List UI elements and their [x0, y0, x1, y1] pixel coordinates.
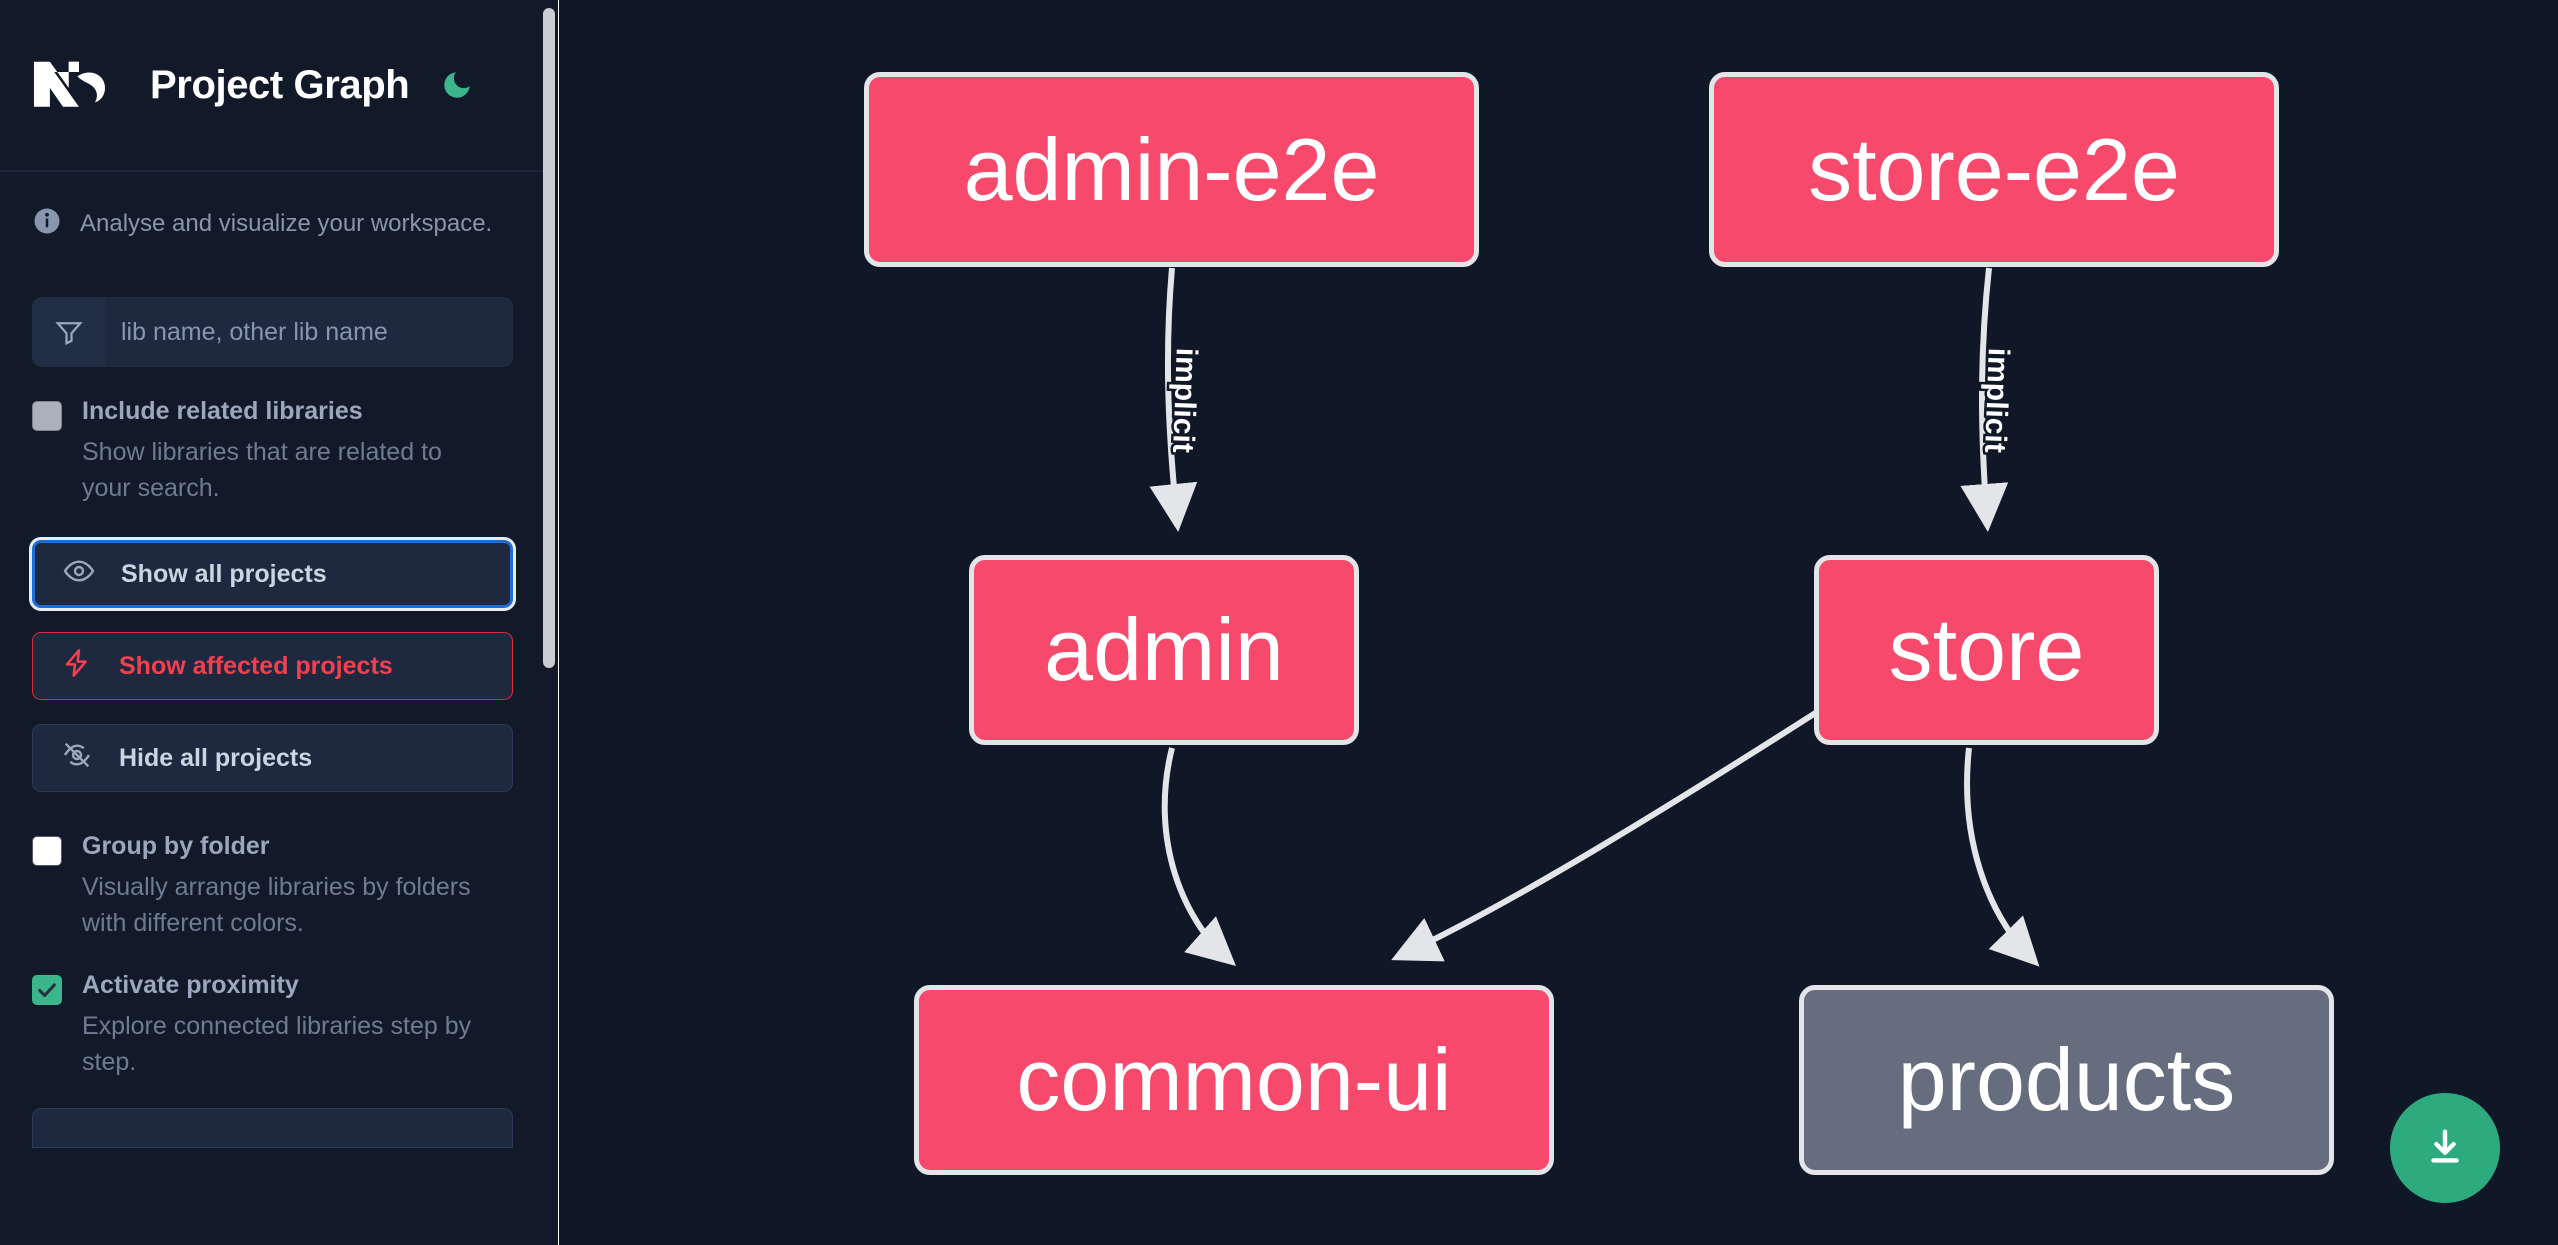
show-affected-projects-button[interactable]: Show affected projects [32, 632, 513, 700]
graph-node-common-ui[interactable]: common-ui [914, 985, 1554, 1175]
graph-node-admin[interactable]: admin [969, 555, 1359, 745]
svg-text:implicit: implicit [1978, 347, 2015, 453]
search-input[interactable] [105, 298, 512, 366]
button-label: Show all projects [121, 559, 327, 588]
option-description: Explore connected libraries step by step… [82, 1012, 472, 1076]
show-all-projects-button[interactable]: Show all projects [32, 540, 513, 608]
option-activate-proximity[interactable]: Activate proximity Explore connected lib… [0, 941, 545, 1080]
eye-icon [63, 555, 95, 594]
node-label: store [1888, 600, 2085, 699]
button-label: Hide all projects [119, 743, 313, 772]
checkbox-group-by-folder[interactable] [32, 836, 62, 866]
svg-text:implicit: implicit [1166, 347, 1203, 453]
visibility-button-group: Show all projects Show affected projects [0, 506, 545, 792]
edge-label-implicit-store: implicit [1976, 345, 2018, 456]
edge-label-implicit-admin: implicit [1164, 345, 1206, 456]
eye-slash-icon [61, 739, 93, 778]
node-label: products [1897, 1030, 2236, 1129]
option-label: Include related libraries [82, 397, 363, 425]
sidebar-divider [558, 0, 559, 1245]
option-include-related-libraries[interactable]: Include related libraries Show libraries… [0, 367, 545, 506]
option-group-by-folder[interactable]: Group by folder Visually arrange librari… [0, 792, 545, 941]
page-title: Project Graph [150, 62, 410, 107]
brand-header: Project Graph [0, 0, 545, 172]
download-icon [2422, 1124, 2468, 1173]
sidebar-scroll-area: Project Graph Analyse and visualize your… [0, 0, 545, 1245]
info-text: Analyse and visualize your workspace. [80, 209, 493, 237]
sidebar: Project Graph Analyse and visualize your… [0, 0, 559, 1245]
graph-node-admin-e2e[interactable]: admin-e2e [864, 72, 1479, 267]
edge-admin-to-common-ui [1161, 747, 1236, 966]
option-label: Group by folder [82, 832, 270, 860]
graph-node-store-e2e[interactable]: store-e2e [1709, 72, 2279, 267]
edge-store-to-common-ui [1391, 709, 1819, 962]
option-label: Activate proximity [82, 971, 299, 999]
search-filter-box[interactable] [32, 297, 513, 367]
checkbox-include-related-libraries[interactable] [32, 401, 62, 431]
moon-icon[interactable] [435, 63, 479, 107]
lightning-bolt-icon [61, 647, 93, 686]
button-label: Show affected projects [119, 651, 393, 680]
node-label: admin-e2e [963, 119, 1380, 219]
option-description: Visually arrange libraries by folders wi… [82, 873, 471, 937]
edge-admin-e2e-to-admin [1149, 267, 1198, 532]
graph-node-store[interactable]: store [1814, 555, 2159, 745]
edge-store-to-products [1964, 747, 2040, 967]
graph-edges-layer: implicit implicit [1149, 267, 2040, 967]
info-circle-icon [32, 206, 62, 241]
nx-logo-icon [32, 56, 120, 114]
node-label: store-e2e [1808, 119, 2180, 219]
node-label: admin [1044, 600, 1284, 699]
node-label: common-ui [1016, 1030, 1452, 1129]
option-description: Show libraries that are related to your … [82, 438, 442, 502]
graph-node-products[interactable]: products [1799, 985, 2334, 1175]
filter-funnel-icon [33, 298, 105, 366]
info-banner: Analyse and visualize your workspace. [0, 172, 545, 241]
edge-store-e2e-to-store [1960, 267, 2009, 532]
checkbox-activate-proximity[interactable] [32, 975, 62, 1005]
next-control-partial[interactable] [32, 1108, 513, 1148]
sidebar-scrollbar[interactable] [543, 8, 555, 668]
hide-all-projects-button[interactable]: Hide all projects [32, 724, 513, 792]
graph-canvas[interactable]: implicit implicit admin-e2e store-e2e ad… [559, 0, 2558, 1245]
download-button[interactable] [2390, 1093, 2500, 1203]
